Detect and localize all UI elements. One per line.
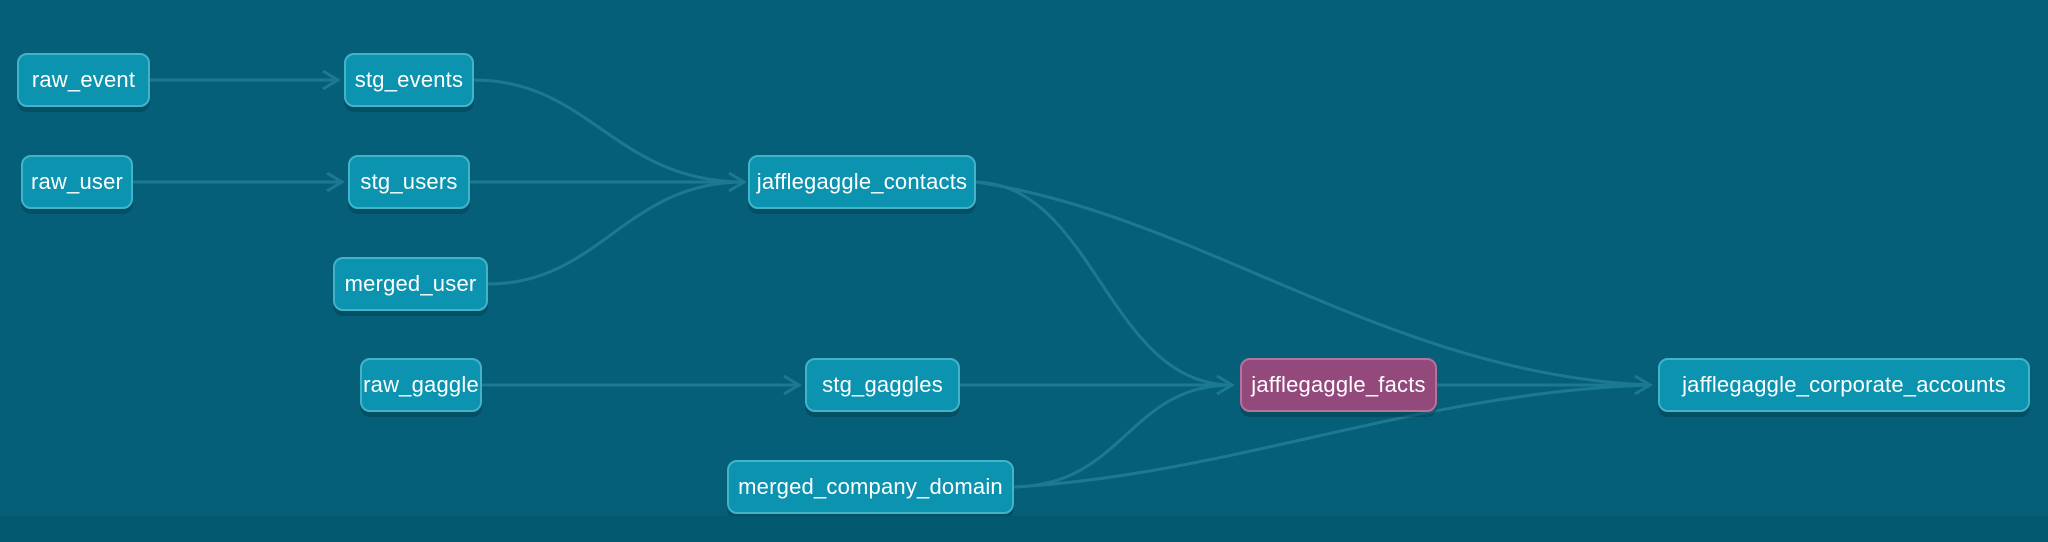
edge-stg_events-to-jafflegaggle_contacts	[473, 78, 745, 184]
arrowhead-into-jafflegaggle_facts	[1216, 374, 1235, 396]
node-merged_user[interactable]: merged_user	[333, 257, 488, 311]
edge-jafflegaggle_contacts-to-jafflegaggle_corporate_accounts	[975, 180, 1651, 387]
edge-merged_company_domain-to-jafflegaggle_corporate_accounts	[1013, 383, 1651, 489]
node-jafflegaggle_contacts[interactable]: jafflegaggle_contacts	[748, 155, 976, 209]
node-raw_user[interactable]: raw_user	[21, 155, 133, 209]
node-merged_company_domain[interactable]: merged_company_domain	[727, 460, 1014, 514]
edge-merged_company_domain-to-jafflegaggle_facts	[1013, 383, 1233, 489]
arrowhead-into-stg_events	[322, 69, 341, 91]
node-stg_gaggles[interactable]: stg_gaggles	[805, 358, 960, 412]
arrowhead-into-stg_gaggles	[783, 374, 802, 396]
node-stg_events[interactable]: stg_events	[344, 53, 474, 107]
node-jafflegaggle_corporate_accounts[interactable]: jafflegaggle_corporate_accounts	[1658, 358, 2030, 412]
node-raw_gaggle[interactable]: raw_gaggle	[360, 358, 482, 412]
node-stg_users[interactable]: stg_users	[348, 155, 470, 209]
arrowhead-into-jafflegaggle_contacts	[728, 171, 747, 193]
node-jafflegaggle_facts[interactable]: jafflegaggle_facts	[1240, 358, 1437, 412]
arrowhead-into-jafflegaggle_corporate_accounts	[1634, 374, 1653, 396]
arrowhead-into-stg_users	[326, 171, 345, 193]
edge-merged_user-to-jafflegaggle_contacts	[487, 180, 745, 286]
edge-jafflegaggle_contacts-to-jafflegaggle_facts	[975, 180, 1233, 387]
node-raw_event[interactable]: raw_event	[17, 53, 150, 107]
